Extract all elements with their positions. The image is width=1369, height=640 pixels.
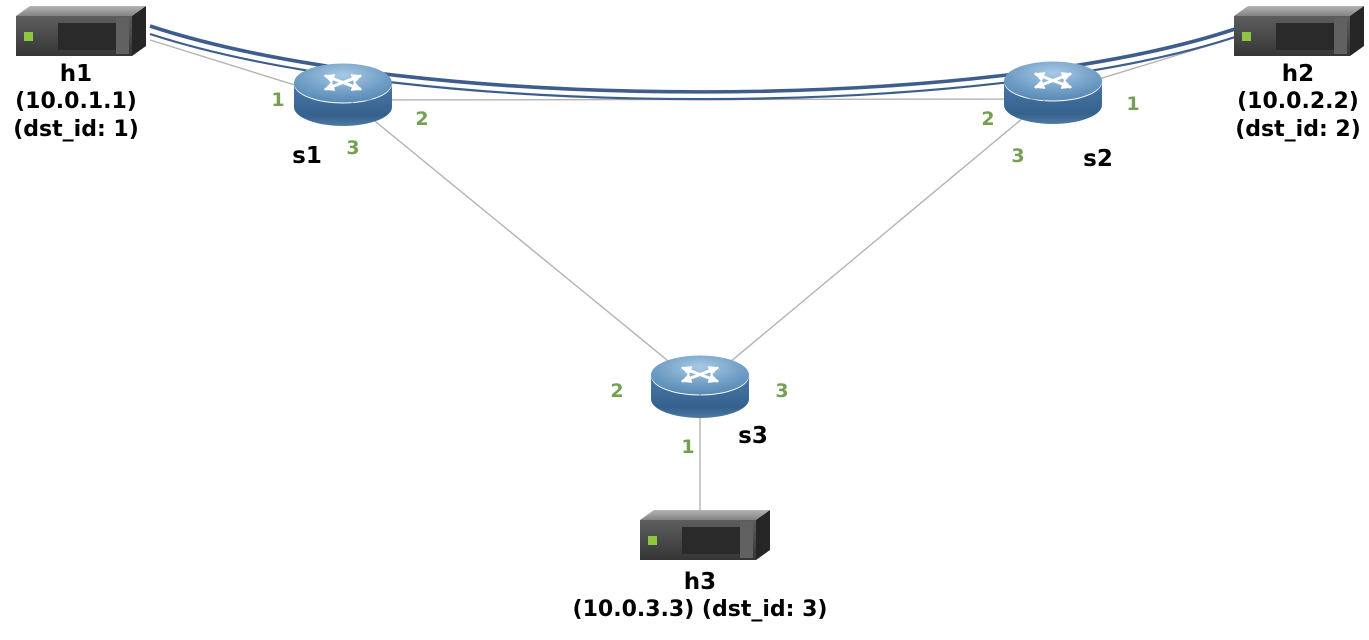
s2-port-3: 3 [1011,145,1025,167]
host-h1-icon[interactable] [16,6,146,56]
switch-s3-icon[interactable] [651,356,749,419]
switch-s1-icon[interactable] [294,64,392,127]
s2-name: s2 [1083,146,1113,172]
s3-name: s3 [738,423,768,449]
switch-s2-icon[interactable] [1004,62,1102,125]
s1-port-3: 3 [346,137,360,159]
s2-port-2: 2 [981,108,995,130]
link-s2-s3 [699,92,1054,388]
h2-name: h2 [1281,61,1315,87]
host-h3-icon[interactable] [640,510,770,560]
s3-port-3: 3 [775,380,789,402]
highlighted-path-strand [149,32,1239,101]
s1-port-2: 2 [415,108,429,130]
h3-name: h3 [683,569,717,595]
s1-name: s1 [292,143,322,169]
h1-label-block: h1 (10.0.1.1) (dst_id: 1) [0,60,152,144]
h2-dst: (dst_id: 2) [1235,117,1361,142]
h2-label-block: h2 (10.0.2.2) (dst_id: 2) [1222,60,1369,144]
h3-label-block: h3 (10.0.3.3) (dst_id: 3) [550,568,850,624]
h1-dst: (dst_id: 1) [13,117,139,142]
highlighted-path-strand [149,24,1239,94]
s2-port-1: 1 [1126,93,1140,115]
h3-ip-dst: (10.0.3.3) (dst_id: 3) [572,597,828,622]
link-s1-s3 [342,94,701,388]
s3-port-2: 2 [610,380,624,402]
h1-name: h1 [59,61,93,87]
h2-ip: (10.0.2.2) [1237,89,1359,114]
host-h2-icon[interactable] [1234,6,1364,56]
s1-port-1: 1 [271,89,285,111]
s3-port-1: 1 [681,436,695,458]
h1-ip: (10.0.1.1) [15,89,137,114]
highlighted-path-h1-s1-s2-h2 [149,24,1239,101]
